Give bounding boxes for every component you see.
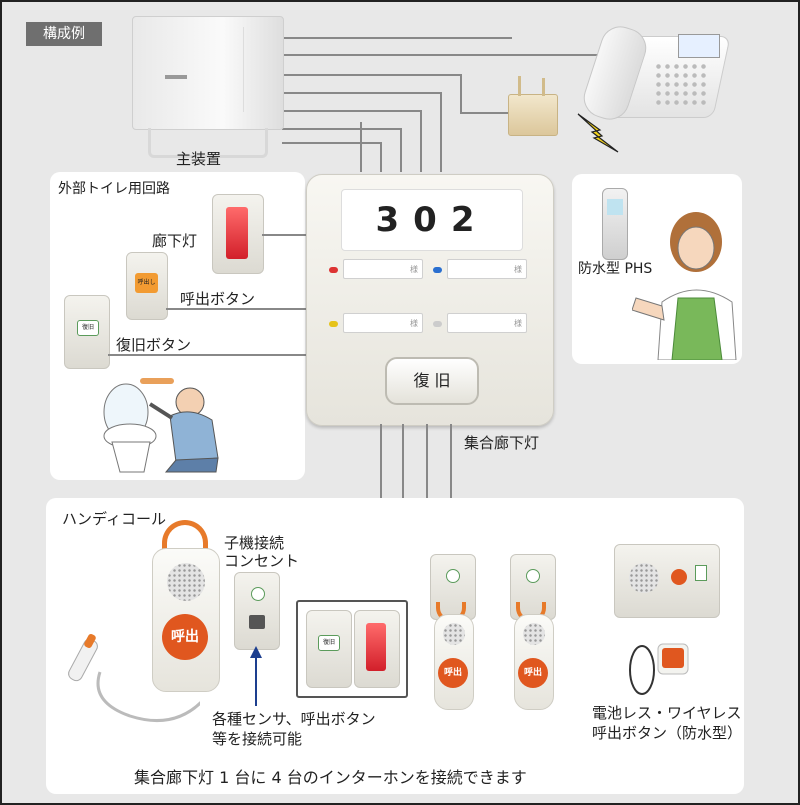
intercom-call-button-1[interactable]: 呼出	[438, 658, 468, 688]
reset-button[interactable]: 復 旧	[385, 357, 479, 405]
wire	[426, 424, 428, 516]
bottom-note: 集合廊下灯 1 台に 4 台のインターホンを接続できます	[134, 768, 527, 787]
sensors-label-2: 等を接続可能	[212, 730, 303, 748]
wire	[282, 92, 442, 94]
name-slot-4: 様	[447, 313, 527, 333]
name-slot-3: 様	[343, 313, 423, 333]
intercom-call-button-2[interactable]: 呼出	[518, 658, 548, 688]
wire	[402, 424, 404, 532]
reset-button-device: 復旧	[64, 295, 110, 369]
reset-device: 復旧	[306, 610, 352, 688]
main-unit-label: 主装置	[176, 150, 222, 168]
wire	[166, 308, 308, 310]
wire	[460, 112, 510, 114]
name-slot-1: 様	[343, 259, 423, 279]
example-tag: 構成例	[26, 22, 102, 46]
wire	[282, 37, 512, 39]
call-sticker: 呼出し	[135, 273, 158, 293]
wire	[282, 142, 382, 144]
main-unit	[132, 16, 284, 130]
nurse-with-phone-illustration	[632, 212, 737, 360]
group-corridor-light-label: 集合廊下灯	[464, 434, 540, 452]
framed-device-group: 復旧	[296, 600, 408, 698]
reset-sticker: 復旧	[77, 320, 99, 336]
desk-phone	[578, 16, 732, 126]
reset-button-label: 復旧ボタン	[116, 336, 192, 354]
wire	[282, 54, 612, 56]
call-button-device: 呼出し	[126, 252, 168, 320]
phs-handset	[602, 188, 628, 260]
speaker-grille	[167, 563, 205, 601]
led-blue	[433, 267, 442, 273]
led-red	[329, 267, 338, 273]
wireless-call-button-pendant	[629, 643, 689, 695]
wall-intercom	[614, 544, 720, 618]
handy-call-label: ハンディコール	[62, 510, 166, 528]
child-outlet-label-1: 子機接続	[224, 534, 285, 552]
wire	[440, 92, 442, 172]
name-slot-2: 様	[447, 259, 527, 279]
nurse-call-cord	[68, 633, 200, 723]
wire	[360, 122, 362, 172]
wireless-signal-icon	[577, 113, 619, 153]
child-outlet-label-2: コンセント	[224, 552, 300, 570]
wireless-base-station	[508, 94, 558, 136]
battery-less-label-2: 呼出ボタン（防水型）	[592, 724, 743, 742]
room-number-display: 302	[341, 189, 523, 251]
wire	[108, 354, 308, 356]
wire	[282, 128, 402, 130]
led-yellow	[329, 321, 338, 327]
external-toilet-label: 外部トイレ用回路	[58, 181, 170, 197]
wire	[380, 142, 382, 172]
handy-call-strap	[162, 520, 208, 570]
wire	[450, 424, 452, 500]
corridor-light-device	[212, 194, 264, 274]
wire	[420, 110, 422, 172]
wire	[460, 74, 462, 114]
wire	[282, 110, 422, 112]
main-unit-stand	[148, 128, 268, 158]
child-connection-outlet	[234, 572, 280, 650]
antenna	[518, 76, 521, 96]
toilet-scene-illustration	[103, 378, 219, 473]
wire	[282, 74, 462, 76]
call-button-label: 呼出ボタン	[180, 290, 256, 308]
led-white	[433, 321, 442, 327]
battery-less-label-1: 電池レス・ワイヤレス	[592, 704, 742, 722]
reset-sticker: 復旧	[318, 635, 340, 651]
corridor-light-label: 廊下灯	[152, 232, 198, 250]
light-device	[354, 610, 400, 688]
group-corridor-light-panel: 302 様 様 様 様 復 旧	[306, 174, 554, 426]
wire	[400, 128, 402, 172]
wire	[262, 234, 308, 236]
sensors-label-1: 各種センサ、呼出ボタン	[212, 710, 376, 728]
waterproof-phs-label: 防水型 PHS	[578, 261, 653, 277]
antenna	[542, 78, 545, 96]
arrow-up-icon	[250, 646, 262, 706]
handy-call-button[interactable]: 呼出	[162, 614, 208, 660]
